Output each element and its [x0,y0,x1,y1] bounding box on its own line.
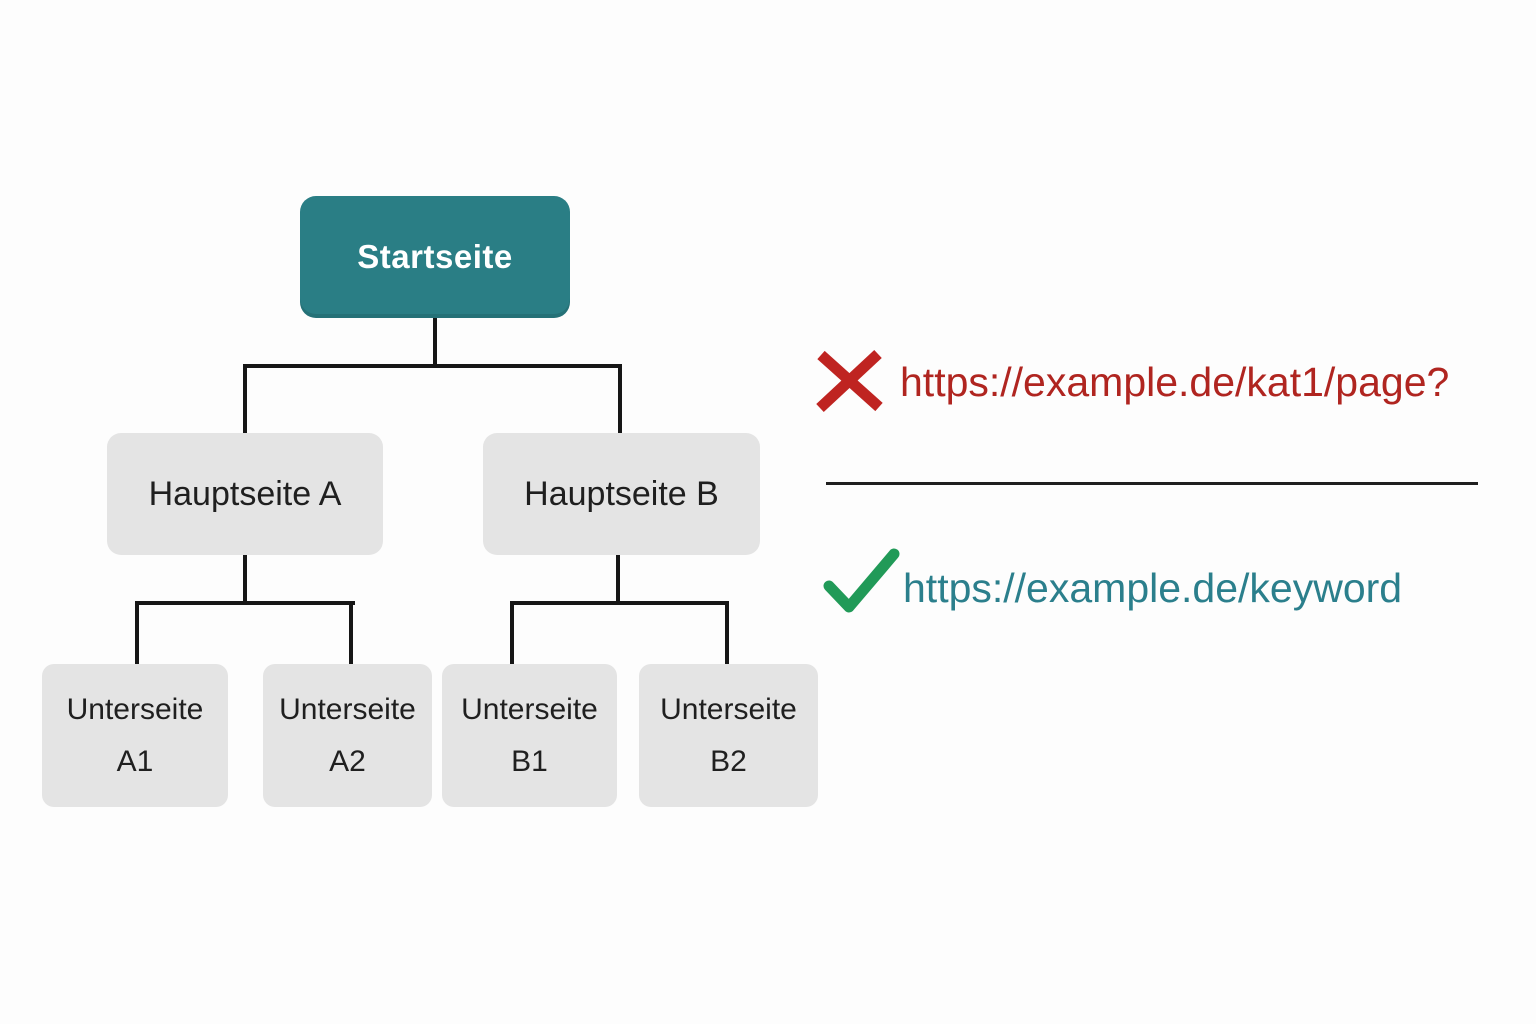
sitemap-node-unterseite-b1: Unterseite B1 [442,664,617,807]
sitemap-node-unterseite-a1: Unterseite A1 [42,664,228,807]
bad-url-text: https://example.de/kat1/page? [900,358,1450,405]
connector-drop-b [618,364,622,434]
unterseite-b2-line2: B2 [710,744,747,778]
connector-b-bracket [510,601,729,605]
unterseite-b1-line1: Unterseite [461,692,598,726]
unterseite-a1-line1: Unterseite [66,692,204,726]
sitemap-node-unterseite-a2: Unterseite A2 [263,664,432,807]
divider-line [826,482,1478,485]
startseite-label: Startseite [357,238,513,275]
hauptseite-b-label: Hauptseite B [524,474,719,513]
sitemap-node-unterseite-b2: Unterseite B2 [639,664,818,807]
sitemap-node-hauptseite-a: Hauptseite A [107,433,383,555]
sitemap-node-startseite: Startseite [300,196,570,318]
cross-icon [812,345,888,417]
connector-root-stub [433,318,437,367]
connector-drop-a [243,364,247,434]
connector-drop-b1 [510,601,514,667]
connector-b-stub [616,555,620,605]
connector-drop-b2 [725,601,729,667]
check-icon [820,545,902,617]
unterseite-a2-line2: A2 [329,744,366,778]
hauptseite-a-label: Hauptseite A [148,474,342,513]
connector-drop-a1 [135,601,139,665]
good-url-text: https://example.de/keyword [903,564,1403,611]
connector-a-bracket [135,601,355,605]
connector-drop-a2 [349,601,353,665]
unterseite-b1-line2: B1 [511,744,548,778]
unterseite-a1-line2: A1 [116,744,154,778]
connector-root-bracket [243,364,622,368]
sitemap-node-hauptseite-b: Hauptseite B [483,433,760,555]
connector-a-stub [243,555,247,605]
unterseite-a2-line1: Unterseite [279,692,416,726]
unterseite-b2-line1: Unterseite [660,692,797,726]
